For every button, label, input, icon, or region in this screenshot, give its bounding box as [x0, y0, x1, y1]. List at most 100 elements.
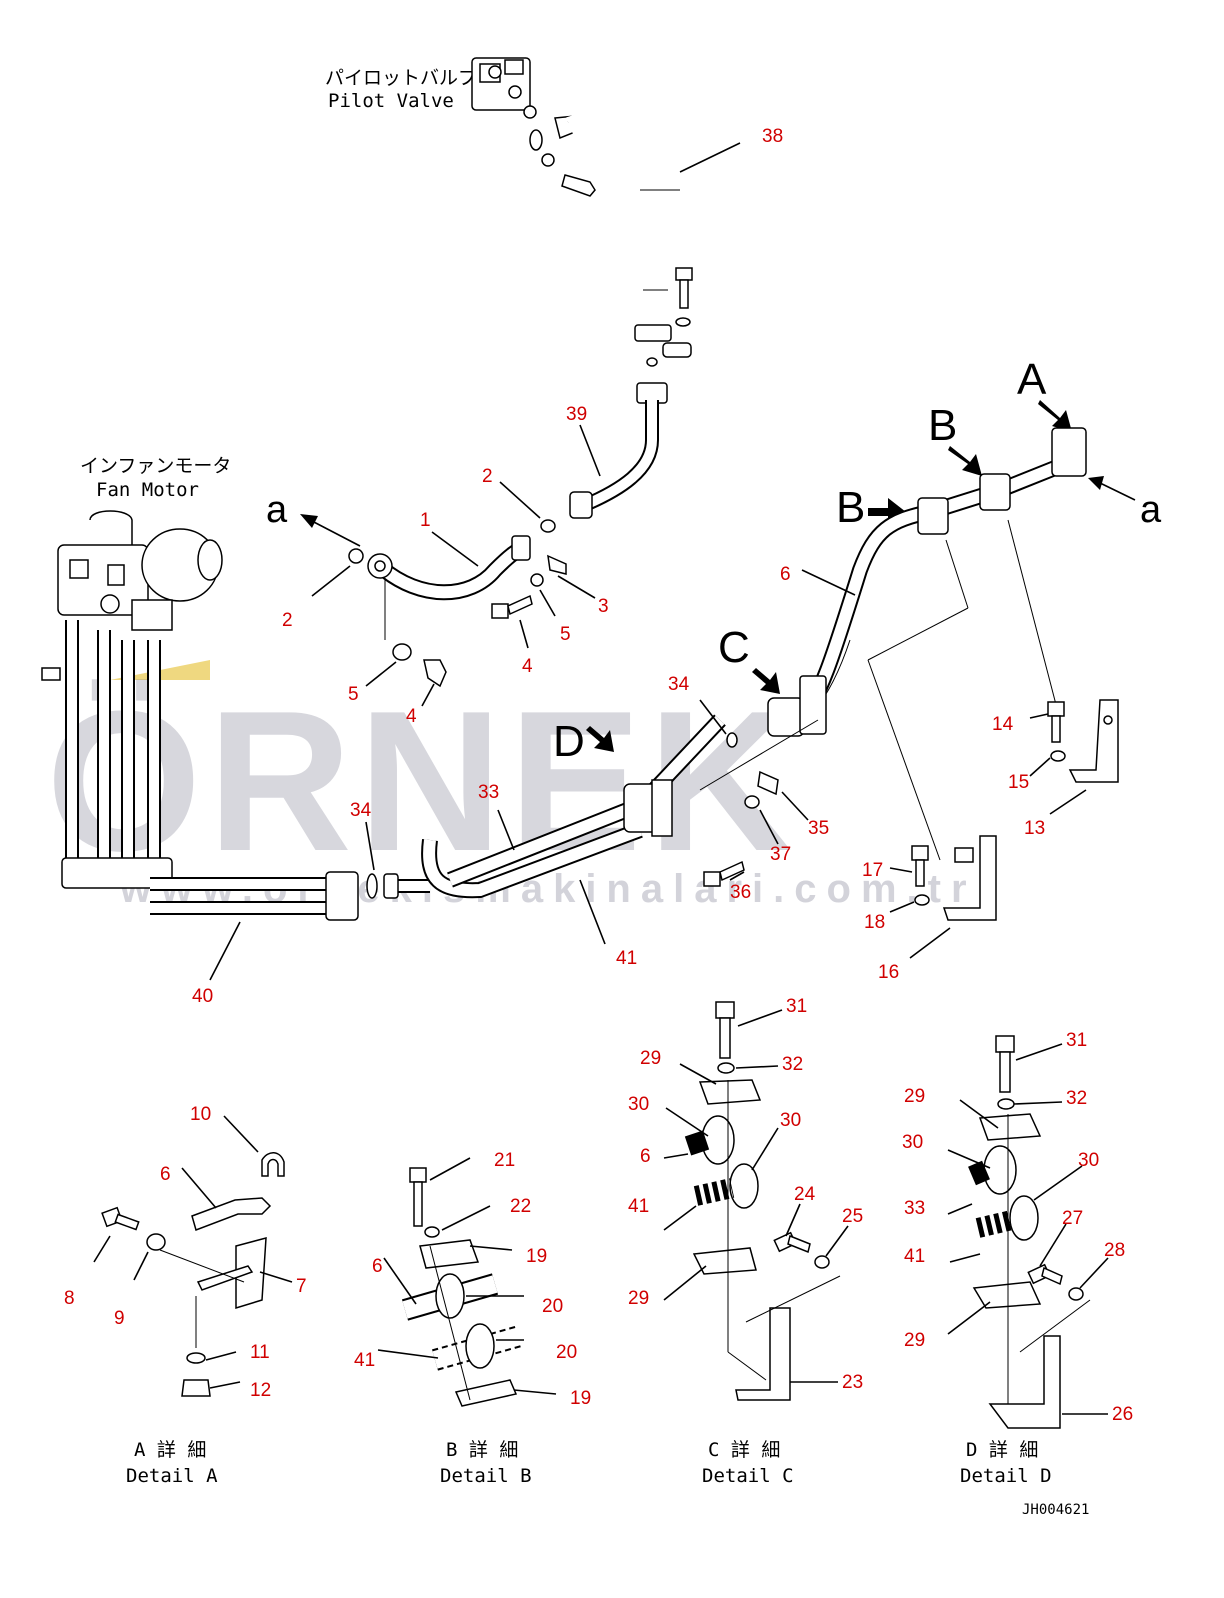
callout-numbers: 38 39 2 1 2 3 5 4 5 4 6 34 14 15 13 33 3…	[64, 126, 1133, 1425]
bracket-13	[1029, 699, 1119, 815]
view-letter-D-text: D	[553, 717, 585, 766]
callout-A-10: 10	[190, 1104, 211, 1125]
callout-34-left: 34	[350, 800, 372, 821]
bracket-leaders	[699, 519, 1061, 861]
callout-C-24: 24	[794, 1184, 816, 1205]
callout-D-41: 41	[904, 1246, 925, 1267]
callout-3: 3	[598, 596, 609, 617]
view-letter-B-right: B	[928, 401, 982, 476]
callout-37: 37	[770, 844, 791, 865]
view-letter-C-text: C	[718, 623, 750, 672]
flow-arrow-a-right: a	[1088, 476, 1162, 531]
motor-hoses	[41, 620, 173, 889]
detail-A-caption-en: Detail A	[126, 1465, 218, 1487]
callout-36: 36	[730, 882, 751, 903]
seal-ring-2	[311, 481, 556, 597]
bolts-4-5	[365, 554, 596, 707]
callout-A-12: 12	[250, 1380, 271, 1401]
callout-13: 13	[1024, 818, 1045, 839]
detail-C-drawing	[663, 1001, 849, 1401]
callout-A-9: 9	[114, 1308, 125, 1329]
detail-D-caption-en: Detail D	[960, 1465, 1052, 1487]
callout-C-31: 31	[786, 996, 807, 1017]
callout-39: 39	[566, 404, 587, 425]
callout-A-8: 8	[64, 1288, 75, 1309]
bracket-16	[889, 835, 997, 959]
callout-18: 18	[864, 912, 885, 933]
view-letter-C: C	[718, 623, 780, 694]
hose-1	[367, 531, 531, 640]
callout-C-41: 41	[628, 1196, 649, 1217]
callout-D-31: 31	[1066, 1030, 1087, 1051]
view-letter-A-text: A	[1017, 355, 1047, 404]
callout-D-28: 28	[1104, 1240, 1125, 1261]
flow-arrow-a-left-text: a	[266, 489, 288, 531]
fan-motor-label-en: Fan Motor	[96, 479, 199, 501]
callout-B-19-top: 19	[526, 1246, 547, 1267]
callout-16: 16	[878, 962, 899, 983]
callout-C-29-bottom: 29	[628, 1288, 649, 1309]
pilot-valve-icon	[471, 57, 537, 119]
pilot-valve-label-en: Pilot Valve	[328, 90, 454, 112]
callout-A-6: 6	[160, 1164, 171, 1185]
callout-2-left: 2	[282, 610, 293, 631]
pipe-40	[150, 871, 359, 981]
hose-41	[383, 822, 643, 945]
callout-D-30-right: 30	[1078, 1150, 1099, 1171]
callout-D-30-left: 30	[902, 1132, 923, 1153]
detail-A-drawing	[93, 1115, 293, 1397]
callout-C-25: 25	[842, 1206, 863, 1227]
callout-D-33: 33	[904, 1198, 925, 1219]
detail-D-caption-jp: D 詳 細	[966, 1439, 1038, 1461]
callout-38: 38	[762, 126, 783, 147]
detail-captions: A 詳 細 Detail A B 詳 細 Detail B C 詳 細 Deta…	[126, 1439, 1052, 1487]
fan-motor-label-jp: インファンモータ	[80, 455, 231, 477]
clamp-35-36-37	[703, 770, 809, 887]
callout-D-29-bottom: 29	[904, 1330, 925, 1351]
callout-D-32: 32	[1066, 1088, 1087, 1109]
detail-C-caption-jp: C 詳 細	[708, 1439, 780, 1461]
callout-15: 15	[1008, 772, 1029, 793]
flow-arrow-a-right-text: a	[1140, 489, 1162, 531]
fan-motor-group: インファンモータ Fan Motor	[41, 455, 231, 889]
callout-17: 17	[862, 860, 883, 881]
pipe-6	[767, 427, 1087, 737]
seal-34-upper	[699, 699, 738, 748]
detail-C-caption-en: Detail C	[702, 1465, 794, 1487]
callout-B-41: 41	[354, 1350, 375, 1371]
view-letter-B-left-text: B	[836, 483, 865, 532]
callout-C-30-left: 30	[628, 1094, 649, 1115]
drawing-code: JH004621	[1022, 1502, 1089, 1518]
view-letter-A: A	[1017, 355, 1072, 432]
detail-D-drawing	[947, 1035, 1109, 1429]
view-letter-D: D	[553, 717, 614, 766]
callout-B-19-bottom: 19	[570, 1388, 591, 1409]
callout-40: 40	[192, 986, 213, 1007]
pilot-valve-label-jp: パイロットバルブ	[325, 66, 477, 89]
callout-D-26: 26	[1112, 1404, 1133, 1425]
callout-4-right: 4	[522, 656, 533, 677]
callout-2-top: 2	[482, 466, 493, 487]
callout-C-30-right: 30	[780, 1110, 801, 1131]
callout-1: 1	[420, 510, 431, 531]
hose-33	[447, 714, 726, 888]
callout-C-29-top: 29	[640, 1048, 661, 1069]
detail-B-drawing	[377, 1157, 557, 1407]
view-letter-B-right-text: B	[928, 401, 957, 450]
callout-C-23: 23	[842, 1372, 863, 1393]
callout-34-upper: 34	[668, 674, 690, 695]
callout-41: 41	[616, 948, 637, 969]
callout-5-right: 5	[560, 624, 571, 645]
callout-5-left: 5	[348, 684, 359, 705]
callout-D-29-top: 29	[904, 1086, 925, 1107]
pipe-39	[569, 400, 659, 519]
callout-14: 14	[992, 714, 1014, 735]
callout-C-6: 6	[640, 1146, 651, 1167]
callout-B-22: 22	[510, 1196, 531, 1217]
callout-33: 33	[478, 782, 499, 803]
seal-34-left	[365, 821, 378, 899]
callout-6: 6	[780, 564, 791, 585]
flow-arrow-a-left: a	[266, 489, 361, 547]
callout-A-11: 11	[250, 1342, 270, 1363]
